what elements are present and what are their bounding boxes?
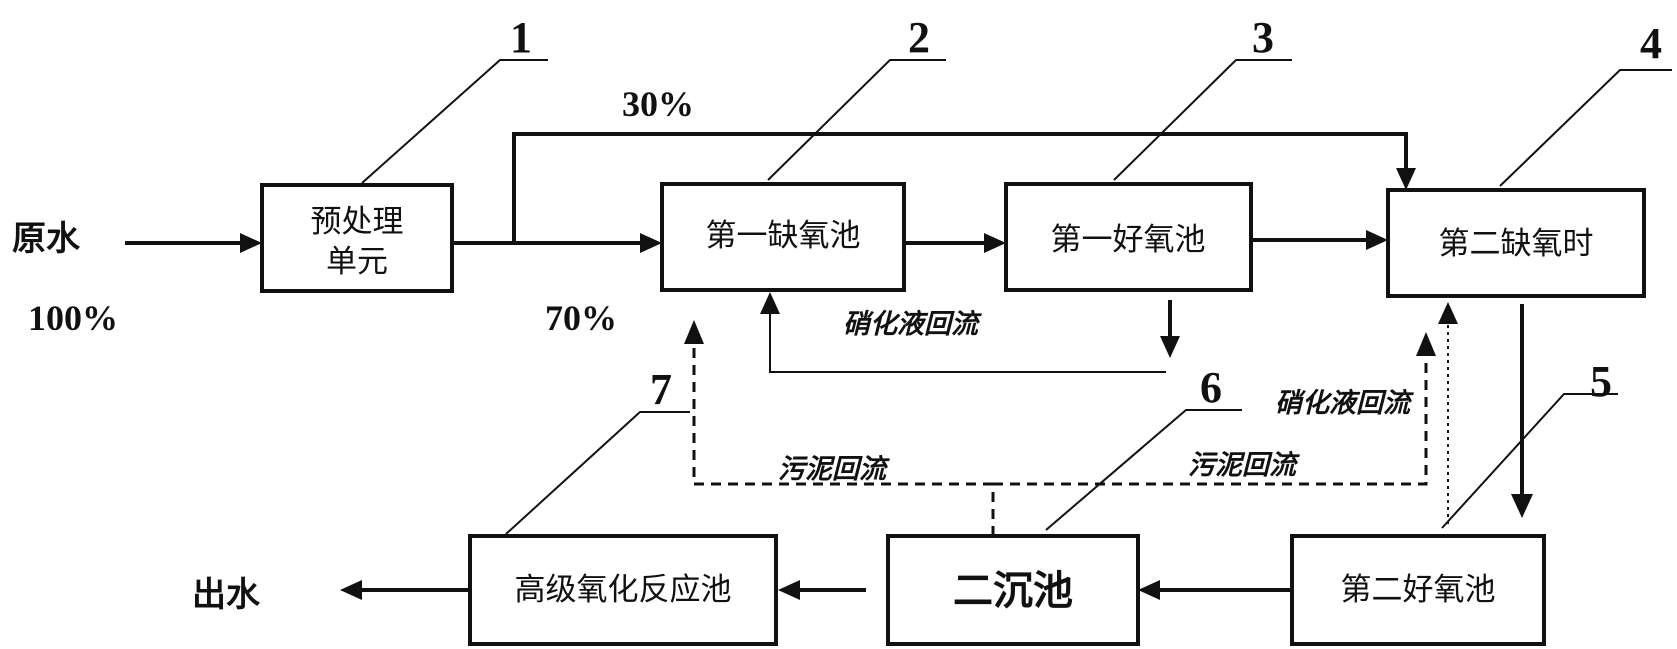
callout-5-leader [1441,393,1618,529]
pretreatment-label-line2: 单元 [326,244,388,280]
raw-water-percent: 100% [28,298,118,338]
main-flow-percent: 70% [545,298,617,338]
arrowhead [640,233,662,253]
arrowhead [1138,580,1160,600]
callout-6-number: 6 [1200,363,1222,412]
callout-5-number: 5 [1590,357,1612,406]
arrowhead [1438,302,1458,324]
secondary-clarifier-label: 二沉池 [953,568,1073,614]
nitrified-return-1-line [769,312,1166,373]
arrowhead [1511,494,1533,518]
box-secondary-clarifier: 二沉池 [886,534,1140,646]
callout-1-number: 1 [510,13,532,62]
arrowhead [1396,168,1416,190]
callout-6: 6 [1045,363,1242,531]
first-aerobic-tank-label: 第一好氧池 [1051,222,1206,258]
sludge-return-1-label: 污泥回流 [778,454,890,485]
advanced-oxidation-tank-label: 高级氧化反应池 [515,572,732,608]
nitrified-return-2-label: 硝化液回流 [1275,388,1414,419]
callout-3: 3 [1113,13,1292,181]
nitrified-return-1-label: 硝化液回流 [843,309,982,340]
callout-7-leader [505,411,690,535]
sludge-return-2-label: 污泥回流 [1188,450,1300,481]
arrowhead [1160,336,1180,358]
callout-7-number: 7 [650,365,672,414]
callout-7: 7 [505,365,690,535]
first-anoxic-tank-label: 第一缺氧池 [706,218,861,254]
callout-1: 1 [361,13,548,184]
arrowhead [240,233,262,253]
box-second-aerobic-tank: 第二好氧池 [1290,534,1546,646]
callout-2-number: 2 [908,13,930,62]
second-anoxic-tank-label: 第二缺氧时 [1439,226,1594,262]
box-first-aerobic-tank: 第一好氧池 [1004,182,1253,292]
bypass-percent: 30% [622,84,694,124]
callout-4-number: 4 [1640,19,1662,68]
callout-3-number: 3 [1252,13,1274,62]
callout-2-leader [767,59,946,181]
sludge-return-1-line [692,342,993,486]
callout-5: 5 [1441,357,1618,529]
callout-2: 2 [767,13,946,181]
box-advanced-oxidation-tank: 高级氧化反应池 [468,534,778,646]
pretreatment-label-line1: 预处理 [311,204,404,240]
callout-6-leader [1045,409,1242,531]
callout-4-leader [1499,69,1672,187]
callout-3-leader [1113,59,1292,181]
callout-1-leader [361,59,548,184]
box-pretreatment: 预处理 单元 [260,183,454,293]
raw-water-label: 原水 [12,219,81,259]
arrow-bypass-to-anoxic2 [512,132,1408,243]
box-second-anoxic-tank: 第二缺氧时 [1386,188,1646,298]
callout-4: 4 [1499,19,1672,187]
arrowhead [684,320,704,344]
effluent-label: 出水 [192,575,261,615]
box-first-anoxic-tank: 第一缺氧池 [660,182,906,292]
arrowhead [984,233,1006,253]
arrowhead [778,580,800,600]
arrowhead [340,580,362,600]
sludge-return-2-line [993,354,1428,486]
second-aerobic-tank-label: 第二好氧池 [1341,572,1496,608]
arrowhead [760,292,780,314]
arrowhead [1416,332,1436,356]
arrowhead [1366,230,1388,250]
